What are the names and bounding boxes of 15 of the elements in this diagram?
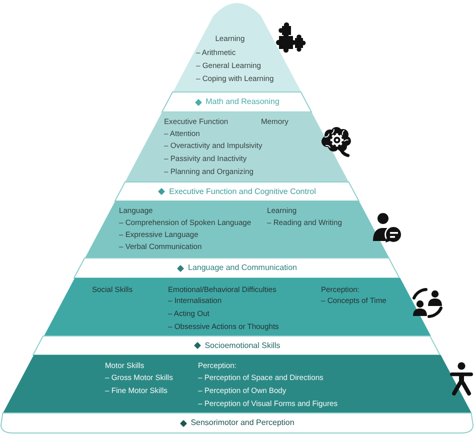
tier-label: Executive Function and Cognitive Control bbox=[169, 186, 316, 196]
label-band bbox=[73, 257, 401, 279]
tier-label: Sensorimotor and Perception bbox=[190, 418, 294, 428]
label-band bbox=[0, 412, 474, 434]
pyramid-tier bbox=[2, 354, 472, 414]
pyramid-tier bbox=[124, 111, 350, 183]
label-band bbox=[32, 335, 442, 356]
label-band bbox=[161, 91, 313, 113]
pyramid-tier bbox=[84, 200, 390, 259]
label-band bbox=[114, 181, 360, 202]
tier-label: Socioemotional Skills bbox=[204, 340, 280, 350]
pyramid-tier bbox=[42, 277, 432, 337]
tier-label: Math and Reasoning bbox=[206, 97, 280, 107]
pyramid-tier bbox=[172, 0, 302, 93]
tier-label: Language and Communication bbox=[188, 263, 297, 273]
